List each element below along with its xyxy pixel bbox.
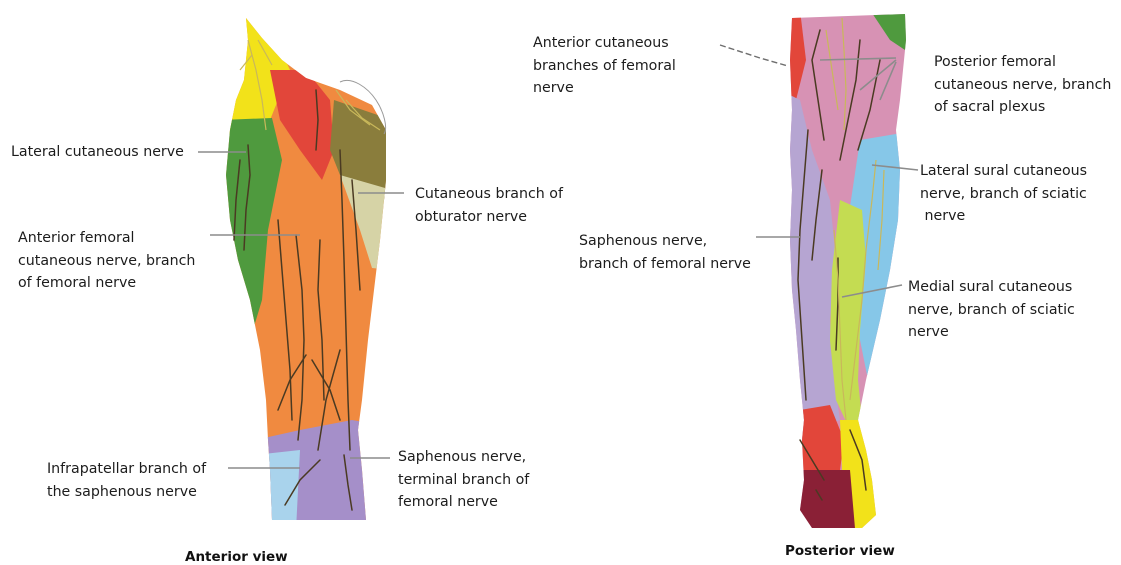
region-maroon-heel [780, 470, 856, 540]
posterior-external-nerve-stub [720, 45, 788, 66]
label-infrapatellar-branch: Infrapatellar branch of the saphenous ne… [47, 458, 206, 503]
label-lateral-cutaneous-nerve: Lateral cutaneous nerve [11, 141, 184, 164]
label-anterior-cutaneous-branches: Anterior cutaneous branches of femoral n… [533, 32, 676, 100]
label-cutaneous-branch-obturator: Cutaneous branch of obturator nerve [415, 183, 563, 228]
label-saphenous-nerve-posterior: Saphenous nerve, branch of femoral nerve [579, 230, 751, 275]
caption-posterior-view: Posterior view [785, 543, 895, 559]
label-anterior-femoral-cutaneous-nerve: Anterior femoral cutaneous nerve, branch… [18, 227, 195, 295]
label-saphenous-terminal-branch: Saphenous nerve, terminal branch of femo… [398, 446, 529, 514]
label-lateral-sural-cutaneous: Lateral sural cutaneous nerve, branch of… [920, 160, 1087, 228]
anterior-leg-illustration [220, 10, 400, 530]
label-medial-sural-cutaneous: Medial sural cutaneous nerve, branch of … [908, 276, 1075, 344]
caption-anterior-view: Anterior view [185, 549, 288, 565]
label-posterior-femoral-cutaneous: Posterior femoral cutaneous nerve, branc… [934, 51, 1111, 119]
posterior-leg-illustration [720, 10, 920, 540]
